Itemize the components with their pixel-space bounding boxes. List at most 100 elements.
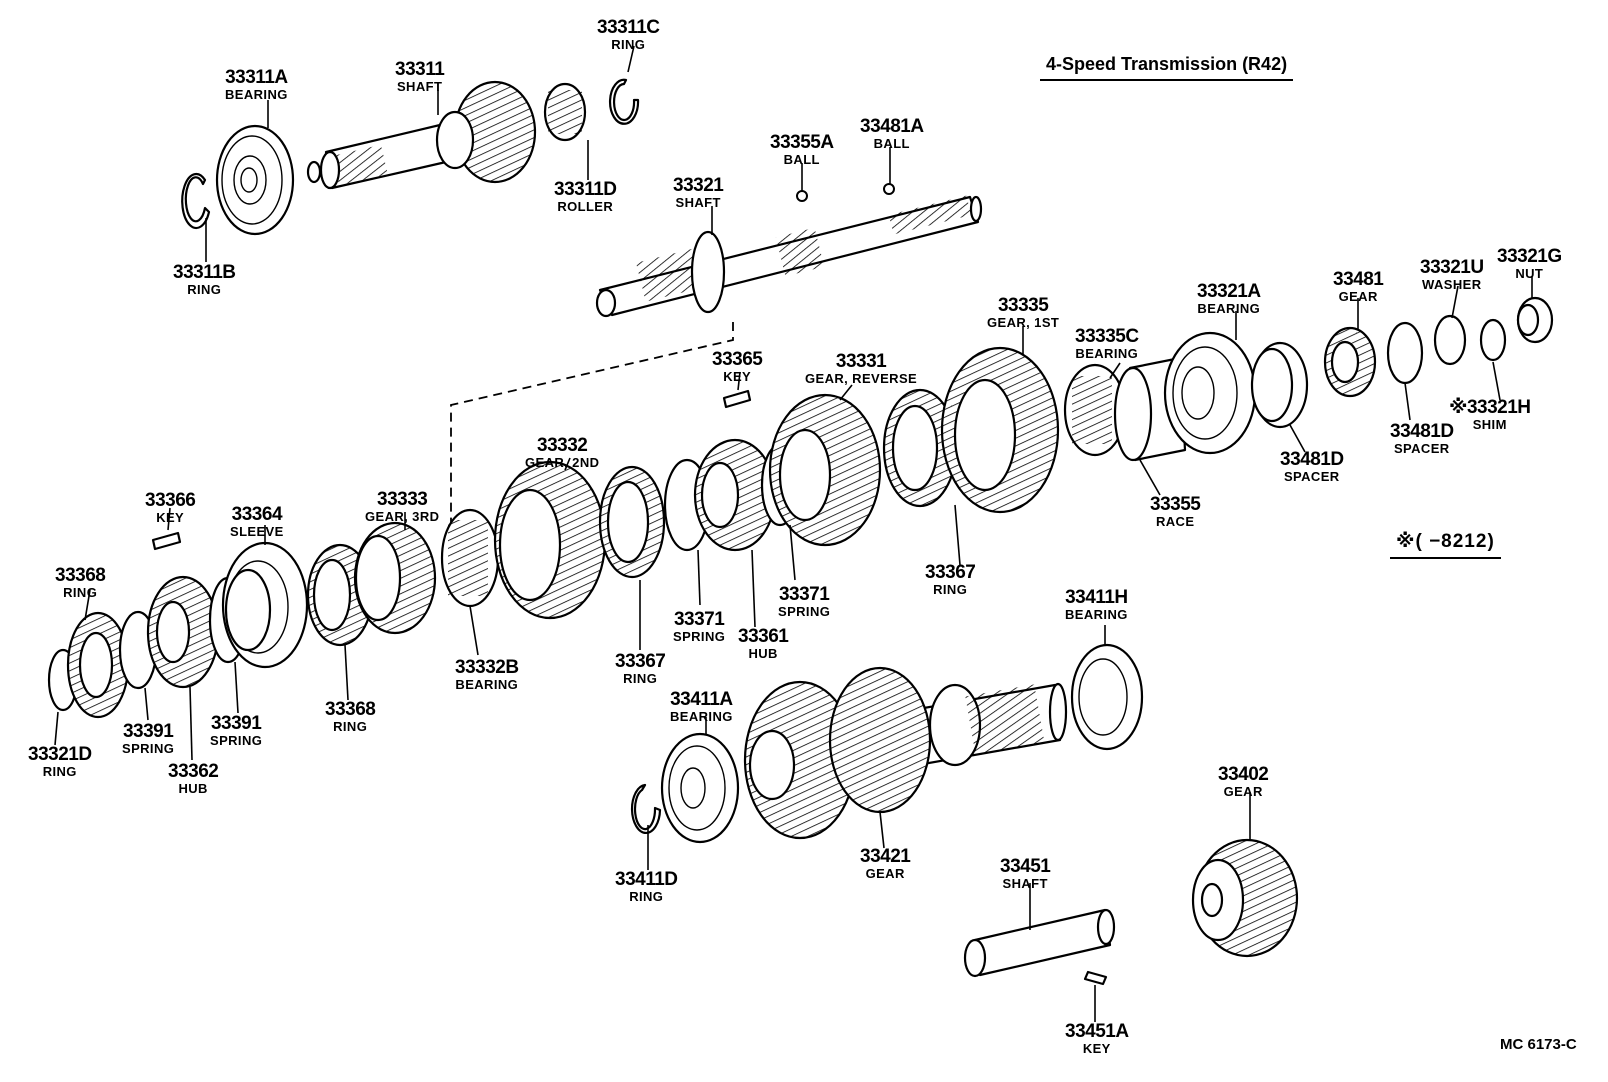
part-number: ※33321H [1449, 397, 1531, 418]
part-number: 33411D [615, 869, 678, 890]
part-number: 33311A [225, 67, 288, 88]
part-name: SPRING [122, 741, 175, 756]
gear-33481 [1323, 326, 1377, 398]
part-name: SPRING [673, 629, 726, 644]
shim-33321h [1479, 318, 1507, 362]
key-33451a [1083, 970, 1108, 986]
part-name: SPRING [210, 733, 263, 748]
part-name: KEY [156, 510, 185, 525]
part-number: 33311B [173, 262, 236, 283]
bearing-33335c [1063, 363, 1127, 457]
part-number: 33421 [860, 846, 911, 867]
input-shaft-group [181, 78, 640, 236]
part-number: 33367 [925, 562, 976, 583]
part-number: 33411A [670, 689, 733, 710]
alignment-line [450, 322, 734, 540]
part-number: 33367 [615, 651, 666, 672]
part-number: 33371 [778, 584, 830, 605]
part-name: SHAFT [675, 195, 721, 210]
part-number: 33321 [673, 175, 724, 196]
part-number: 33411H [1065, 587, 1128, 608]
bearing-33311a [215, 124, 295, 236]
part-number: 33321U [1420, 257, 1484, 278]
part-name: GEAR, 3RD [365, 509, 440, 524]
part-number: 33335 [997, 295, 1049, 316]
sleeve-33364 [221, 541, 309, 669]
part-name: NUT [1515, 266, 1544, 281]
part-number: 33332B [455, 657, 519, 678]
part-number: 33481 [1333, 269, 1384, 290]
part-name: BALL [783, 152, 820, 167]
gear-33421 [743, 666, 1068, 840]
part-number: 33481D [1390, 421, 1454, 442]
part-name: GEAR, REVERSE [805, 371, 918, 386]
gear-33333-3rd [353, 521, 437, 635]
part-name: HUB [748, 646, 778, 661]
roller-33311d [543, 82, 587, 142]
part-number: 33366 [145, 490, 196, 511]
countershaft-group [630, 643, 1299, 986]
part-number: 33355 [1150, 494, 1201, 515]
figure-code: MC 6173-C [1500, 1036, 1577, 1053]
shaft-33311 [306, 80, 537, 190]
gear-33332-2nd [493, 460, 607, 620]
part-name: WASHER [1422, 277, 1482, 292]
part-name: BEARING [1065, 607, 1128, 622]
part-name: ROLLER [557, 199, 614, 214]
spacer-33481d-left [1250, 341, 1309, 429]
part-name: SHAFT [1002, 876, 1048, 891]
ring-33311b [181, 172, 211, 230]
part-number: 33391 [210, 713, 262, 734]
part-name: BEARING [1197, 301, 1261, 316]
part-name: RACE [1155, 514, 1195, 529]
part-number: 33481D [1280, 449, 1344, 470]
part-name: KEY [1082, 1041, 1111, 1056]
part-name: KEY [723, 369, 752, 384]
part-name: SHIM [1472, 417, 1507, 432]
